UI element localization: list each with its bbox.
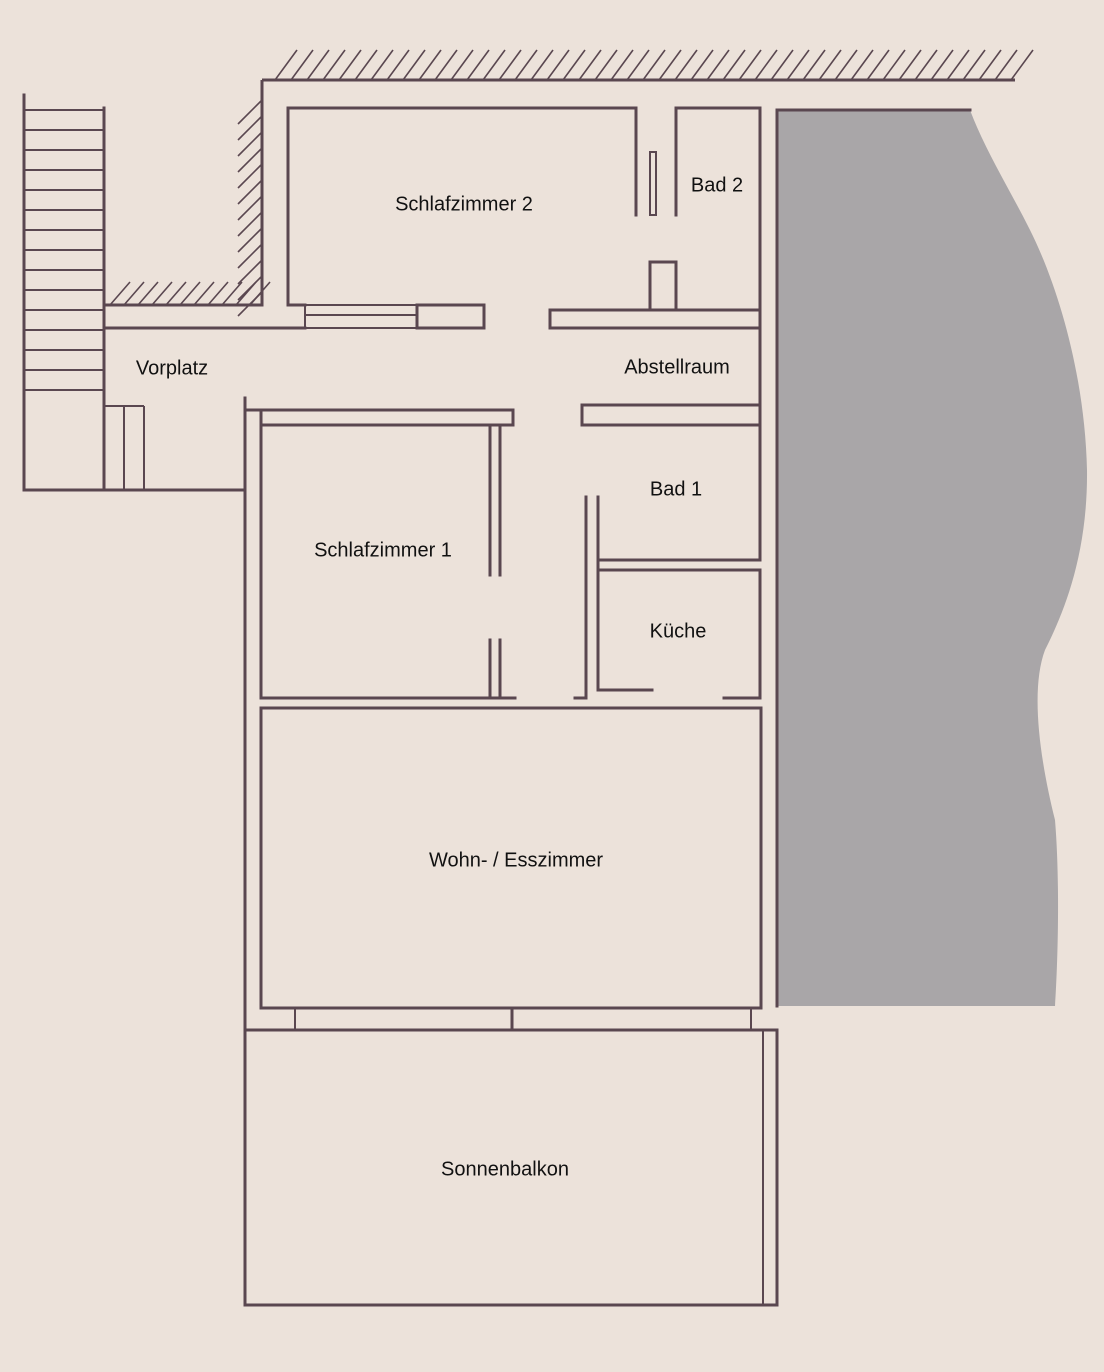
staircase [22, 93, 246, 492]
room-label-kueche: Küche [649, 620, 707, 643]
room-label-schlafzimmer-2: Schlafzimmer 2 [395, 193, 533, 216]
room-label-schlafzimmer-1: Schlafzimmer 1 [314, 539, 452, 562]
room-label-sonnenbalkon: Sonnenbalkon [441, 1158, 569, 1181]
room-label-wohn-esszimmer: Wohn- / Esszimmer [428, 849, 604, 872]
walls [102, 106, 779, 1307]
neighbor-shaded-area [777, 110, 1088, 1006]
room-label-bad-2: Bad 2 [690, 174, 744, 197]
room-label-bad-1: Bad 1 [649, 478, 703, 501]
room-label-abstellraum: Abstellraum [624, 356, 730, 379]
room-label-vorplatz: Vorplatz [135, 357, 209, 380]
